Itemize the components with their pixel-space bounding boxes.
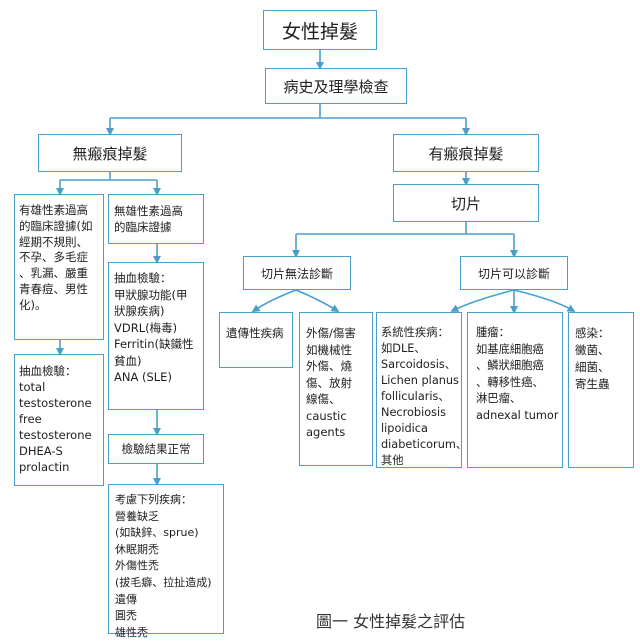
androgen-blood-tests-node: 抽血檢驗： total testosterone free testostero… (14, 354, 104, 486)
history-exam-label: 病史及理學檢查 (283, 77, 389, 96)
no-androgen-evidence-text: 無雄性素過高 的臨床證據 (114, 204, 183, 234)
systemic-disease-text: 系統性疾病： 如DLE、 Sarcoidosis、 Lichen planus … (381, 326, 468, 467)
infection-text: 感染： 黴菌、 細菌、 寄生蟲 (575, 326, 610, 391)
scarring-node: 有瘢痕掉髮 (393, 134, 539, 172)
tumor-text: 腫瘤： 如基底細胞癌 、鱗狀細胞癌 、轉移性癌、 淋巴瘤、 adnexal tu… (476, 326, 559, 422)
androgen-blood-tests-text: 抽血檢驗： total testosterone free testostero… (19, 364, 92, 474)
history-exam-node: 病史及理學檢查 (265, 68, 407, 104)
hereditary-disease-node: 遺傳性疾病 (219, 312, 293, 368)
trauma-injury-node: 外傷/傷害 如機械性 外傷、燒 傷、放射 線傷、 caustic agents (299, 312, 373, 466)
figure-caption: 圖一 女性掉髮之評估 (316, 612, 466, 631)
non-scarring-label: 無瘢痕掉髮 (72, 144, 148, 163)
normal-results-node: 檢驗結果正常 (108, 434, 204, 464)
biopsy-no-diagnosis-label: 切片無法診斷 (260, 266, 333, 281)
infection-node: 感染： 黴菌、 細菌、 寄生蟲 (568, 312, 634, 468)
normal-results-label: 檢驗結果正常 (121, 442, 191, 456)
non-scarring-node: 無瘢痕掉髮 (38, 134, 182, 172)
hereditary-disease-text: 遺傳性疾病 (226, 326, 284, 340)
androgen-excess-evidence-text: 有雄性素過高 的臨床證據(如 經期不規則、 不孕、多毛症 、乳漏、嚴重 青春痘、… (19, 203, 93, 312)
blood-tests-node: 抽血檢驗： 甲狀腺功能(甲 狀腺疾病) VDRL(梅毒) Ferritin(缺鐵… (108, 262, 204, 410)
biopsy-diagnosis-label: 切片可以診斷 (477, 266, 550, 281)
consider-diseases-node: 考慮下列疾病： 營養缺乏 (如缺鋅、sprue) 休眠期禿 外傷性禿 (拔毛癖、… (108, 484, 224, 639)
scarring-label: 有瘢痕掉髮 (428, 144, 504, 163)
root-node-label: 女性掉髮 (281, 20, 358, 43)
trauma-injury-text: 外傷/傷害 如機械性 外傷、燒 傷、放射 線傷、 caustic agents (306, 326, 356, 439)
biopsy-label: 切片 (450, 194, 481, 213)
biopsy-diagnosis-node: 切片可以診斷 (460, 256, 568, 290)
blood-tests-text: 抽血檢驗： 甲狀腺功能(甲 狀腺疾病) VDRL(梅毒) Ferritin(缺鐵… (114, 271, 194, 384)
tumor-node: 腫瘤： 如基底細胞癌 、鱗狀細胞癌 、轉移性癌、 淋巴瘤、 adnexal tu… (467, 312, 563, 468)
biopsy-no-diagnosis-node: 切片無法診斷 (243, 256, 351, 290)
consider-diseases-text: 考慮下列疾病： 營養缺乏 (如缺鋅、sprue) 休眠期禿 外傷性禿 (拔毛癖、… (115, 493, 212, 639)
systemic-disease-node: 系統性疾病： 如DLE、 Sarcoidosis、 Lichen planus … (376, 312, 467, 468)
androgen-excess-evidence-node: 有雄性素過高 的臨床證據(如 經期不規則、 不孕、多毛症 、乳漏、嚴重 青春痘、… (14, 194, 104, 340)
no-androgen-evidence-node: 無雄性素過高 的臨床證據 (108, 194, 204, 244)
biopsy-node: 切片 (393, 184, 539, 222)
root-node: 女性掉髮 (263, 10, 377, 50)
